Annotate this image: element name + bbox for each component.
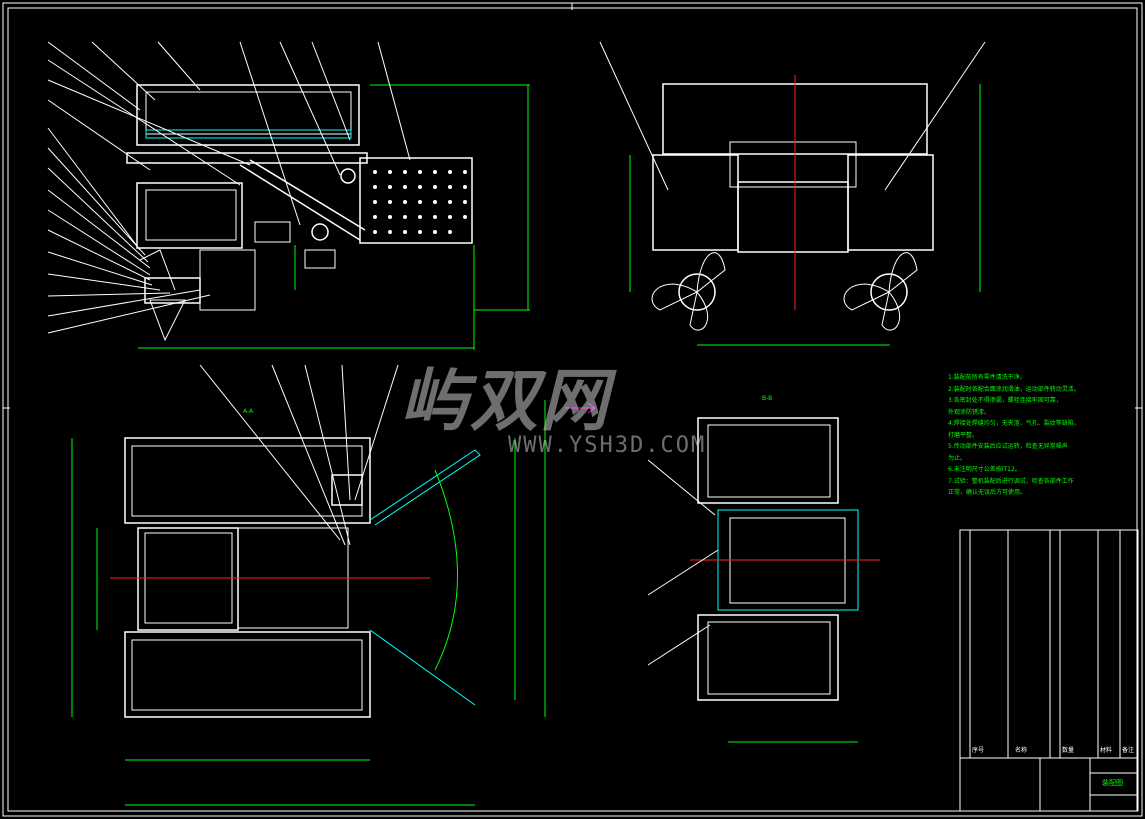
header-index: 序号 <box>972 747 985 754</box>
header-remark: 备注 <box>1122 747 1135 754</box>
header-qty: 数量 <box>1062 747 1075 754</box>
perforated-holes <box>373 170 467 234</box>
parts-list <box>959 529 1139 759</box>
note-line: 1.装配前所有零件清洗干净。 <box>948 374 1026 381</box>
note-line: 打磨平整。 <box>948 431 979 439</box>
drawing-name: 装配图 <box>1102 779 1123 787</box>
note-line: 5.传动部件安装后应试运转，检查无异常噪声 <box>948 443 1068 450</box>
side-view <box>599 41 986 346</box>
title-block <box>959 757 1139 812</box>
technical-notes: 1.装配前所有零件清洗干净。 2.装配时各配合面涂润滑油，运动部件转动灵活。 3… <box>948 372 1138 499</box>
section-aa-label: A-A <box>243 408 254 415</box>
note-line: 正常，确认无误后方可使用。 <box>948 489 1027 496</box>
note-line: 外观涂防锈漆。 <box>948 408 991 416</box>
section-bb-label: B-B <box>762 395 773 402</box>
note-line: 为止。 <box>948 454 967 462</box>
note-line: 6.未注明尺寸公差按IT12。 <box>948 466 1021 473</box>
watermark-logo: 屿双网 <box>400 362 611 441</box>
top-view-aa <box>71 364 546 806</box>
section-view-bb <box>565 402 880 743</box>
header-material: 材料 <box>1100 747 1113 754</box>
watermark: 屿双网 WWW.YSH3D.COM <box>400 345 704 458</box>
note-line: 3.各密封处不得渗漏，螺栓连接牢固可靠， <box>948 397 1062 404</box>
note-line: 4.焊接处焊缝均匀，无夹渣、气孔、裂纹等缺陷， <box>948 420 1080 427</box>
note-line: 2.装配时各配合面涂润滑油，运动部件转动灵活。 <box>948 385 1080 393</box>
header-name: 名称 <box>1015 747 1028 754</box>
watermark-url: WWW.YSH3D.COM <box>508 433 707 458</box>
leader-lines <box>47 41 411 334</box>
note-line: 7.试验：整机装配后进行调试，检查各部件工作 <box>948 477 1074 485</box>
front-view <box>126 84 530 350</box>
